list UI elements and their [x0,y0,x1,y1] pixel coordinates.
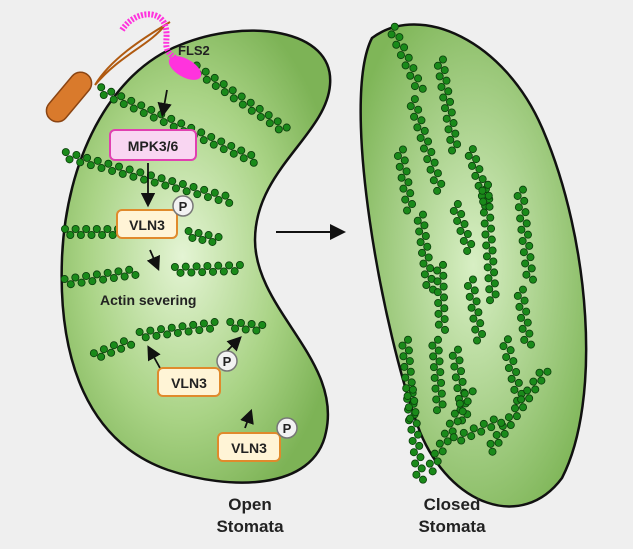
actin-filament [226,318,267,335]
actin-filament [393,145,417,215]
actin-filament [170,261,244,277]
closed-guard-cell [359,23,588,508]
actin-filament [61,224,123,239]
actin-filament [406,95,446,195]
svg-text:VLN3: VLN3 [231,440,267,456]
actin-filament [486,367,552,456]
closed-stomata-label-line1: Closed [424,495,481,514]
actin-filament [61,148,234,207]
vln3-box-3: VLN3 P [217,417,298,462]
actin-filament [433,55,462,155]
actin-filament [478,180,500,305]
actin-filament [387,22,427,93]
fls2-receptor-icon [119,11,202,80]
open-stomata-label-line1: Open [228,495,271,514]
actin-filament [184,227,223,246]
mpk-label: MPK3/6 [128,138,179,154]
actin-filament [513,185,537,284]
svg-text:P: P [223,354,232,369]
vln3-box-1: VLN3 P [116,195,194,239]
actin-filament [449,415,506,445]
bacterium-icon [45,21,171,123]
actin-severing-label: Actin severing [100,292,196,308]
svg-text:P: P [179,199,188,214]
arrow-icon [157,89,172,118]
actin-filament [413,210,437,294]
actin-filament [89,337,136,361]
arrow-icon [147,345,161,369]
actin-filament [433,260,449,334]
vln3-box-2: VLN3 P [157,350,238,397]
actin-filaments [60,22,552,484]
actin-filament [60,265,140,289]
actin-filament [425,387,477,476]
arrow-icon [240,408,254,429]
open-stomata-label-line2: Stomata [216,517,284,536]
svg-text:VLN3: VLN3 [171,375,207,391]
actin-filament [449,200,476,255]
arrow-icon [146,249,160,271]
actin-filament [403,385,427,484]
mpk-box [109,129,197,161]
fls2-label: FLS2 [178,43,210,58]
actin-filament [463,275,487,345]
svg-text:VLN3: VLN3 [129,217,165,233]
actin-filament [499,335,526,405]
svg-text:P: P [283,421,292,436]
closed-stomata-label-line2: Stomata [418,517,486,536]
actin-filament [135,318,219,342]
actin-filament [513,285,535,349]
actin-filament [428,335,447,415]
